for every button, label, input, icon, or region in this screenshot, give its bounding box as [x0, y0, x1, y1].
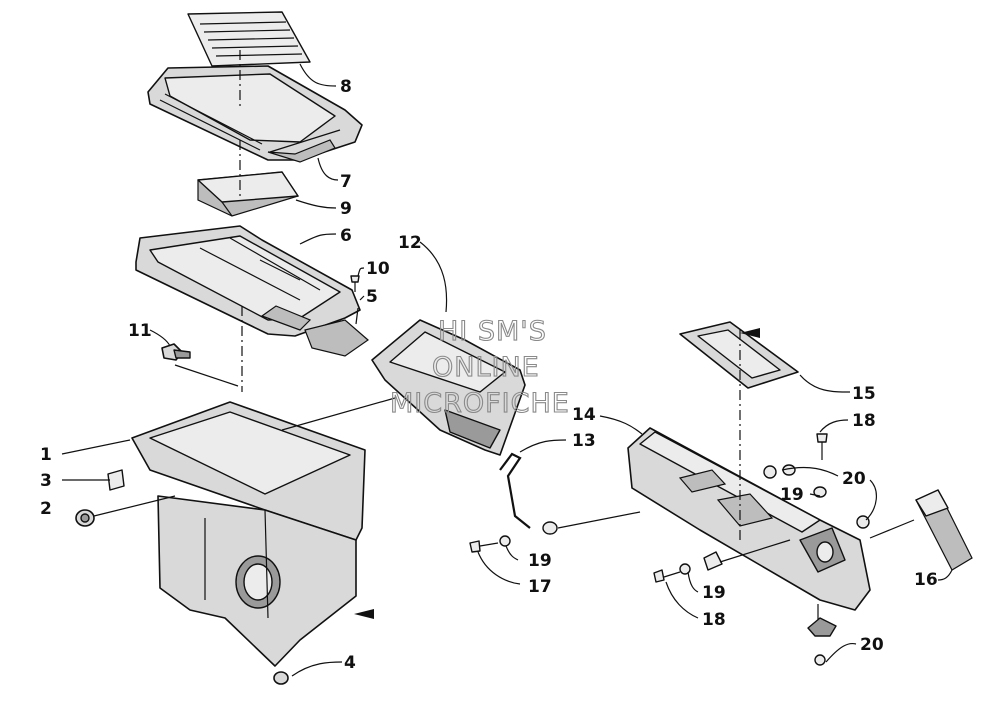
callout-6[interactable]: 6: [340, 226, 352, 246]
callout-8[interactable]: 8: [340, 77, 352, 97]
callout-15[interactable]: 15: [852, 384, 876, 404]
callout-20a[interactable]: 20: [842, 469, 866, 489]
callout-19a[interactable]: 19: [780, 485, 804, 505]
watermark: HI SM'S ONLINE MICROFICHE: [389, 315, 570, 419]
part-16-filter-foam[interactable]: [915, 489, 973, 571]
callout-10[interactable]: 10: [366, 259, 390, 279]
callout-9[interactable]: 9: [340, 199, 352, 219]
part-20-nut-c[interactable]: [856, 515, 870, 529]
part-9-air-filter[interactable]: [197, 171, 299, 217]
part-15-gasket[interactable]: [679, 321, 799, 389]
watermark-line-1: HI SM'S: [438, 316, 547, 347]
part-19-washer-b[interactable]: [813, 486, 827, 498]
part-7-airbox-cover[interactable]: [147, 65, 363, 163]
part-18-bolt-lower[interactable]: [653, 569, 681, 583]
callout-13[interactable]: 13: [572, 431, 596, 451]
callout-1[interactable]: 1: [40, 445, 52, 465]
part-18-bolt-upper[interactable]: [816, 433, 828, 460]
callout-7[interactable]: 7: [340, 172, 352, 192]
callout-2[interactable]: 2: [40, 499, 52, 519]
callout-11[interactable]: 11: [128, 321, 152, 341]
callout-16[interactable]: 16: [914, 570, 938, 590]
callout-18a[interactable]: 18: [852, 411, 876, 431]
callout-18b[interactable]: 18: [702, 610, 726, 630]
part-14-intake[interactable]: [627, 427, 871, 611]
assembly-lines: [93, 50, 915, 620]
callout-20b[interactable]: 20: [860, 635, 884, 655]
watermark-line-2: ONLINE: [432, 352, 540, 383]
part-10-screw[interactable]: [350, 275, 360, 292]
callout-3[interactable]: 3: [40, 471, 52, 491]
callout-17[interactable]: 17: [528, 577, 552, 597]
part-20-knob[interactable]: [807, 617, 837, 666]
part-19-washer-a[interactable]: [499, 535, 511, 547]
part-5-foam-seal[interactable]: [304, 319, 369, 357]
callout-numbers: 8 7 9 6 10 5 12 11 1 3 2 4 13 14 15 18 2…: [40, 77, 938, 673]
callout-14[interactable]: 14: [572, 405, 596, 425]
part-13-rod[interactable]: [499, 452, 558, 535]
watermark-line-3: MICROFICHE: [390, 388, 570, 419]
part-8-decal[interactable]: [187, 11, 311, 67]
part-4-drain[interactable]: [273, 671, 289, 685]
callout-5[interactable]: 5: [366, 287, 378, 307]
part-19-plate[interactable]: [703, 551, 723, 571]
part-2-plug[interactable]: [75, 509, 95, 527]
callout-19c[interactable]: 19: [702, 583, 726, 603]
part-6-filter-tray[interactable]: [135, 225, 361, 337]
callout-4[interactable]: 4: [344, 653, 356, 673]
part-17-bolt[interactable]: [469, 540, 499, 553]
part-19-washer-c[interactable]: [679, 563, 691, 575]
part-11-grommet[interactable]: [161, 343, 191, 361]
callout-12[interactable]: 12: [398, 233, 422, 253]
leader-lines: [61, 63, 953, 677]
part-3-clip[interactable]: [107, 469, 125, 491]
part-20-nut-a[interactable]: [763, 465, 777, 479]
part-1-airbox-body[interactable]: [131, 401, 366, 667]
part-12-inlet-duct[interactable]: [371, 319, 526, 456]
callout-19b[interactable]: 19: [528, 551, 552, 571]
